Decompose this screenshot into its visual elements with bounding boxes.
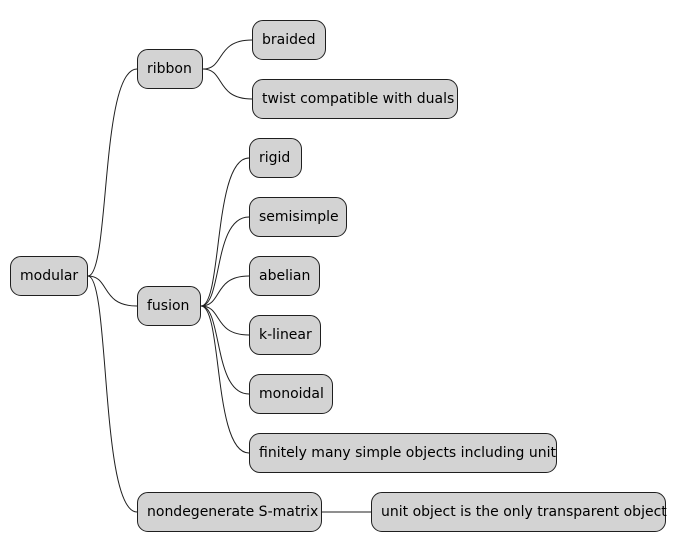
edge-fusion-semisimple — [200, 216, 250, 307]
node-label: k-linear — [259, 327, 312, 343]
node-nondegenerate-s-matrix: nondegenerate S-matrix — [137, 492, 322, 532]
node-modular: modular — [10, 256, 88, 296]
node-rigid: rigid — [249, 138, 302, 178]
edge-modular-nondegenerate — [87, 275, 138, 513]
edge-modular-fusion — [87, 275, 138, 307]
node-braided: braided — [252, 20, 326, 60]
node-unit-object: unit object is the only transparent obje… — [371, 492, 667, 532]
node-label: finitely many simple objects including u… — [259, 445, 557, 461]
node-label: braided — [262, 32, 316, 48]
node-label: ribbon — [147, 61, 192, 77]
node-twist-compatible: twist compatible with duals — [252, 79, 458, 119]
edge-fusion-finitely — [200, 305, 250, 454]
edge-fusion-monoidal — [200, 305, 250, 395]
node-label: semisimple — [259, 209, 339, 225]
node-semisimple: semisimple — [249, 197, 347, 237]
node-abelian: abelian — [249, 256, 320, 296]
node-finitely-many: finitely many simple objects including u… — [249, 433, 557, 473]
node-label: modular — [20, 268, 79, 284]
node-fusion: fusion — [137, 286, 201, 326]
edge-fusion-abelian — [200, 275, 250, 307]
edge-modular-ribbon — [87, 68, 138, 277]
edge-fusion-rigid — [200, 157, 250, 307]
edge-fusion-k-linear — [200, 305, 250, 336]
node-label: twist compatible with duals — [262, 91, 455, 107]
node-ribbon: ribbon — [137, 49, 203, 89]
node-label: abelian — [259, 268, 311, 284]
edge-ribbon-braided — [202, 39, 253, 70]
edge-ribbon-twist — [202, 68, 253, 100]
node-monoidal: monoidal — [249, 374, 333, 414]
node-label: nondegenerate S-matrix — [147, 504, 319, 520]
node-label: fusion — [147, 298, 190, 314]
node-label: rigid — [259, 150, 291, 166]
node-label: unit object is the only transparent obje… — [381, 504, 667, 520]
node-label: monoidal — [259, 386, 324, 402]
node-k-linear: k-linear — [249, 315, 321, 355]
